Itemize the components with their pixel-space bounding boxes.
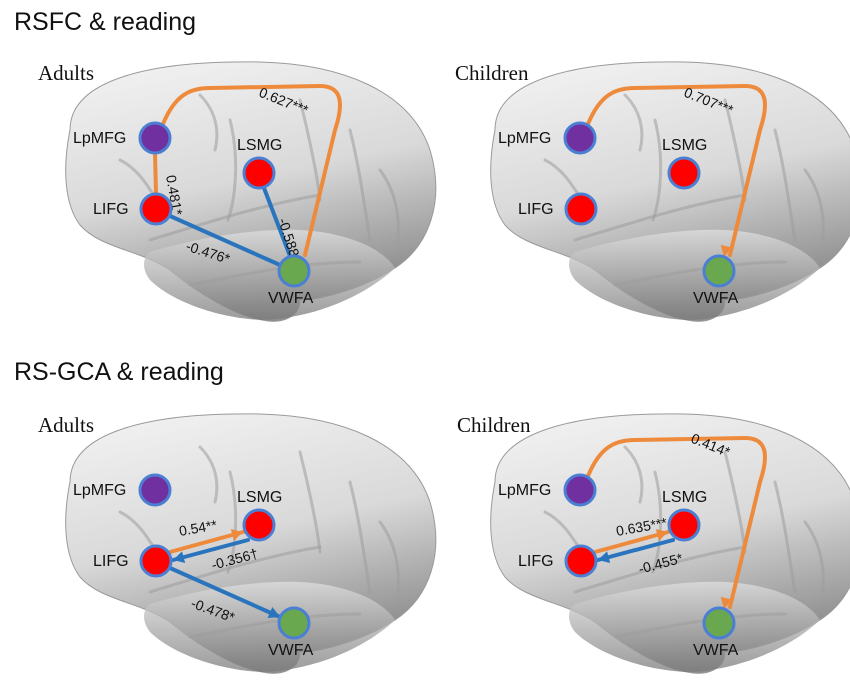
arrow-head xyxy=(720,244,733,257)
node-label-lifg: LIFG xyxy=(93,553,129,570)
brain-sulcus xyxy=(651,118,663,222)
node-lpmfg xyxy=(138,121,172,155)
arrow-head xyxy=(720,596,733,609)
brain-sulcus xyxy=(348,480,372,594)
edge-line xyxy=(586,83,767,257)
node-label-lifg: LIFG xyxy=(518,201,554,218)
node-lsmg xyxy=(667,156,701,190)
panel-4: Children0.635***-0.455*0.414*LpMFGLIFGLS… xyxy=(457,413,850,674)
panel-1: Adults0.481*0.627***-0.588**-0.476*LpMFG… xyxy=(38,61,437,322)
brain-sulcus xyxy=(613,612,787,639)
arrow-head xyxy=(598,551,611,563)
group-label: Adults xyxy=(38,61,94,85)
edge-line xyxy=(161,83,342,257)
node-label-lifg: LIFG xyxy=(518,553,554,570)
node-label-lsmg: LSMG xyxy=(662,489,707,506)
brain-sulcus xyxy=(573,193,747,242)
edge-lifg-lsmg: 0.54** xyxy=(168,516,245,554)
node-lifg xyxy=(139,544,173,578)
brain-sulcus xyxy=(188,612,362,639)
node-lifg xyxy=(564,192,598,226)
node-lpmfg xyxy=(138,473,172,507)
brain-sulcus xyxy=(623,93,644,152)
node-lsmg xyxy=(667,508,701,542)
group-label: Adults xyxy=(38,413,94,437)
brain-sulcus xyxy=(198,445,219,504)
node-lsmg xyxy=(242,508,276,542)
brain-sulcus xyxy=(773,480,797,594)
edge-line xyxy=(168,214,282,267)
edge-line xyxy=(586,435,767,609)
node-label-vwfa: VWFA xyxy=(693,642,739,659)
edge-line xyxy=(593,530,670,554)
node-lifg xyxy=(139,192,173,226)
edge-line xyxy=(168,566,282,619)
brain-sulcus xyxy=(348,128,372,242)
temporal-lobe xyxy=(144,229,395,320)
arrow-head xyxy=(173,551,186,563)
node-label-vwfa: VWFA xyxy=(268,642,314,659)
brain-sulcus xyxy=(226,470,238,574)
temporal-lobe xyxy=(144,581,395,672)
brain-sulcus xyxy=(803,168,825,242)
temporal-lobe xyxy=(569,229,820,320)
node-label-lpmfg: LpMFG xyxy=(73,130,126,147)
section-title-rsfc: RSFC & reading xyxy=(14,8,197,36)
node-vwfa xyxy=(702,254,736,288)
brain-sulcus xyxy=(148,545,322,594)
brain-sulcus xyxy=(651,470,663,574)
brain-sulcus xyxy=(623,445,644,504)
brain-sulcus xyxy=(148,193,322,242)
group-label: Children xyxy=(455,61,529,85)
node-vwfa xyxy=(277,254,311,288)
node-lsmg xyxy=(242,156,276,190)
edge-label: 0.54** xyxy=(178,516,219,538)
node-lifg xyxy=(564,544,598,578)
section-title-rsgca: RS-GCA & reading xyxy=(14,358,224,386)
brain-sulcus xyxy=(573,545,747,594)
node-lpmfg xyxy=(563,473,597,507)
brain-sulcus xyxy=(298,450,322,554)
brain-sulcus xyxy=(613,260,787,287)
node-label-lsmg: LSMG xyxy=(237,137,282,154)
node-label-lpmfg: LpMFG xyxy=(73,482,126,499)
brain-sulcus xyxy=(198,93,219,152)
node-label-lsmg: LSMG xyxy=(237,489,282,506)
brain-sulcus xyxy=(803,520,825,594)
node-label-vwfa: VWFA xyxy=(693,290,739,307)
node-label-lpmfg: LpMFG xyxy=(498,482,551,499)
node-label-vwfa: VWFA xyxy=(268,290,314,307)
brain-sulcus xyxy=(188,260,362,287)
brain-sulcus xyxy=(226,118,238,222)
node-label-lifg: LIFG xyxy=(93,201,129,218)
arrow-head xyxy=(267,607,280,619)
brain-sulcus xyxy=(378,168,400,242)
node-label-lsmg: LSMG xyxy=(662,137,707,154)
edge-line xyxy=(262,186,292,258)
node-label-lpmfg: LpMFG xyxy=(498,130,551,147)
edge-line xyxy=(168,530,245,554)
node-lpmfg xyxy=(563,121,597,155)
arrow-head xyxy=(655,529,668,541)
brain-sulcus xyxy=(773,128,797,242)
edge-line xyxy=(596,538,675,562)
arrow-head xyxy=(230,529,243,541)
brain-sulcus xyxy=(378,520,400,594)
temporal-lobe xyxy=(569,581,820,672)
group-label: Children xyxy=(457,413,531,437)
node-vwfa xyxy=(277,606,311,640)
edge-line xyxy=(171,538,250,562)
edge-line xyxy=(153,151,158,196)
node-vwfa xyxy=(702,606,736,640)
panel-3: Adults0.54**-0.356†-0.478*LpMFGLIFGLSMGV… xyxy=(38,413,437,674)
